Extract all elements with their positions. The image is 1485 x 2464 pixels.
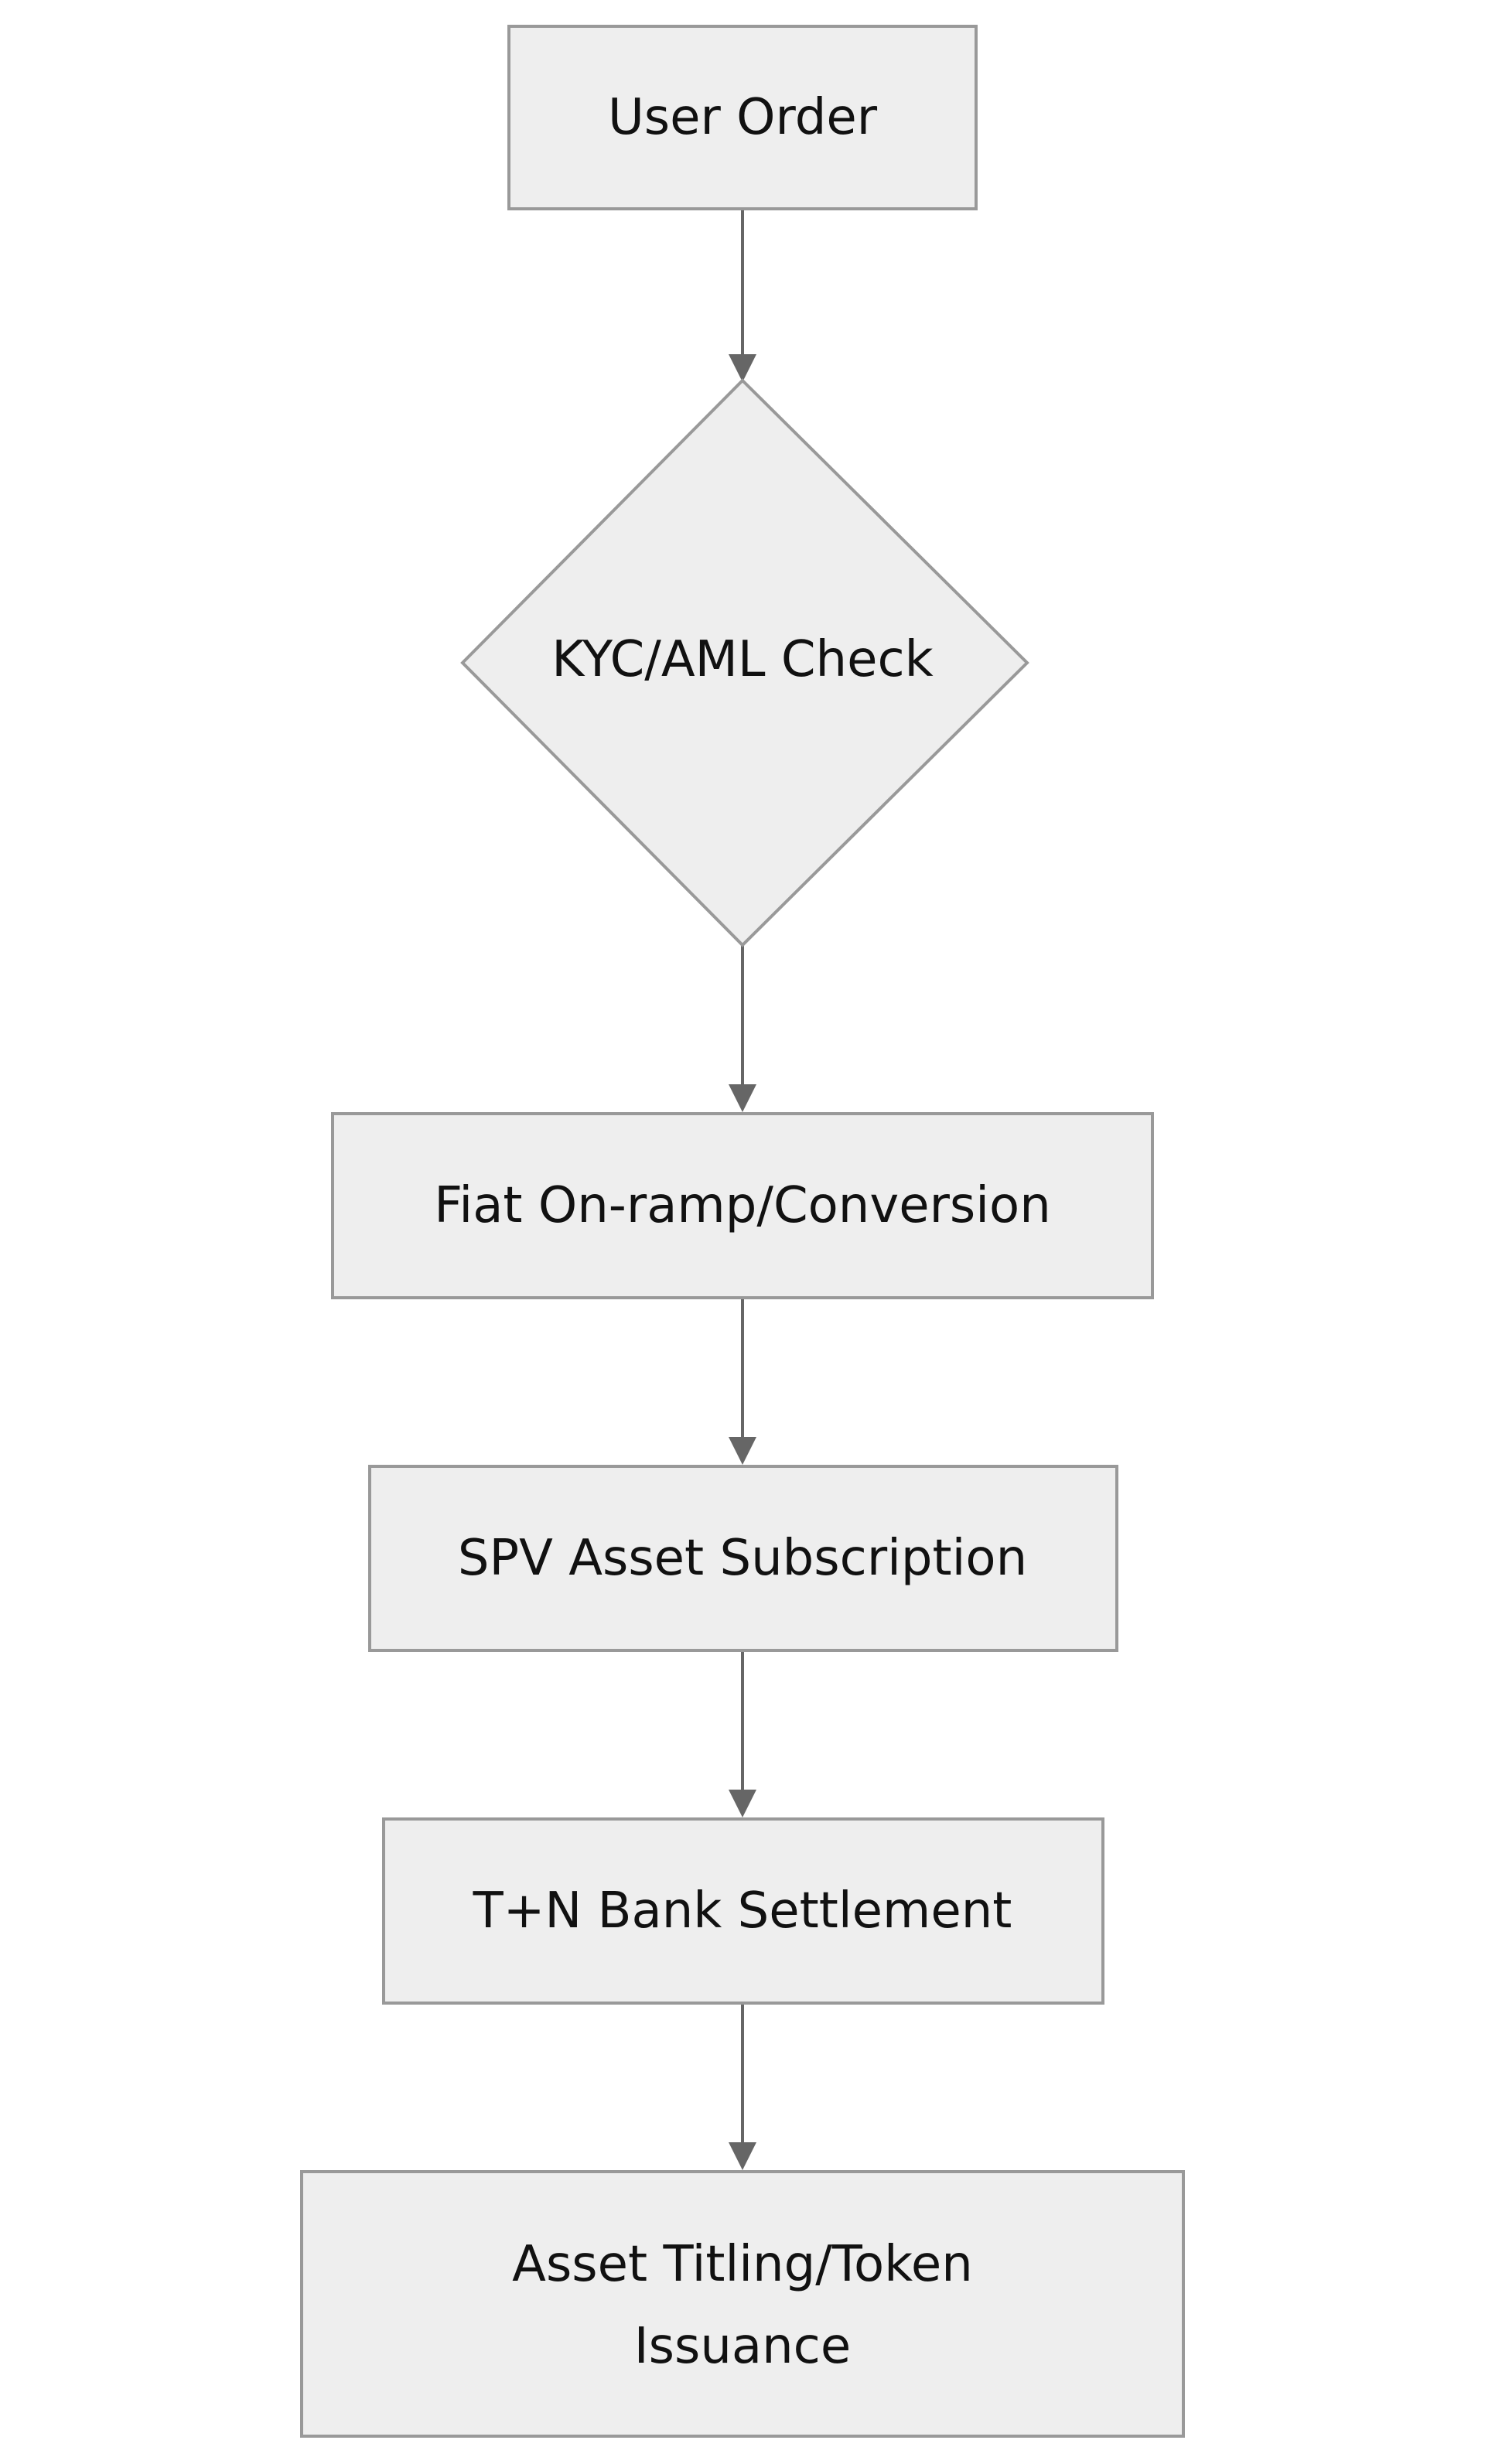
node-user-order-label: User Order [608,89,878,146]
node-fiat-onramp-box [331,1112,1154,1299]
node-fiat-onramp[interactable]: Fiat On-ramp/Conversion [331,1112,1154,1299]
node-spv-subscription-box [368,1465,1118,1652]
node-token-issuance-label-line-2: Issuance [634,2318,851,2375]
node-user-order[interactable]: User Order [507,25,978,210]
edges [729,209,756,2170]
node-token-issuance[interactable]: Asset Titling/Token Issuance [300,2170,1185,2438]
edge-kyc-to-fiat-onramp [729,945,756,1112]
node-spv-subscription-label: SPV Asset Subscription [458,1530,1027,1587]
node-bank-settlement-label: T+N Bank Settlement [473,1882,1012,1940]
node-token-issuance-label-line-1: Asset Titling/Token [512,2236,973,2293]
node-kyc-aml-check-diamond [460,378,1029,947]
edge-fiat-onramp-to-spv [729,1298,756,1465]
edge-user-order-to-kyc [729,209,756,382]
edge-spv-to-bank-settlement [729,1650,756,1817]
node-kyc-aml-check[interactable]: KYC/AML Check [460,378,1029,947]
node-token-issuance-box [300,2170,1185,2438]
node-kyc-aml-check-label: KYC/AML Check [551,631,933,688]
node-spv-subscription[interactable]: SPV Asset Subscription [368,1465,1118,1652]
node-user-order-box [507,25,978,210]
node-bank-settlement[interactable]: T+N Bank Settlement [382,1817,1104,2005]
node-fiat-onramp-label: Fiat On-ramp/Conversion [434,1177,1051,1234]
edge-bank-settlement-to-token-issuance [729,2003,756,2170]
node-bank-settlement-box [382,1817,1104,2005]
